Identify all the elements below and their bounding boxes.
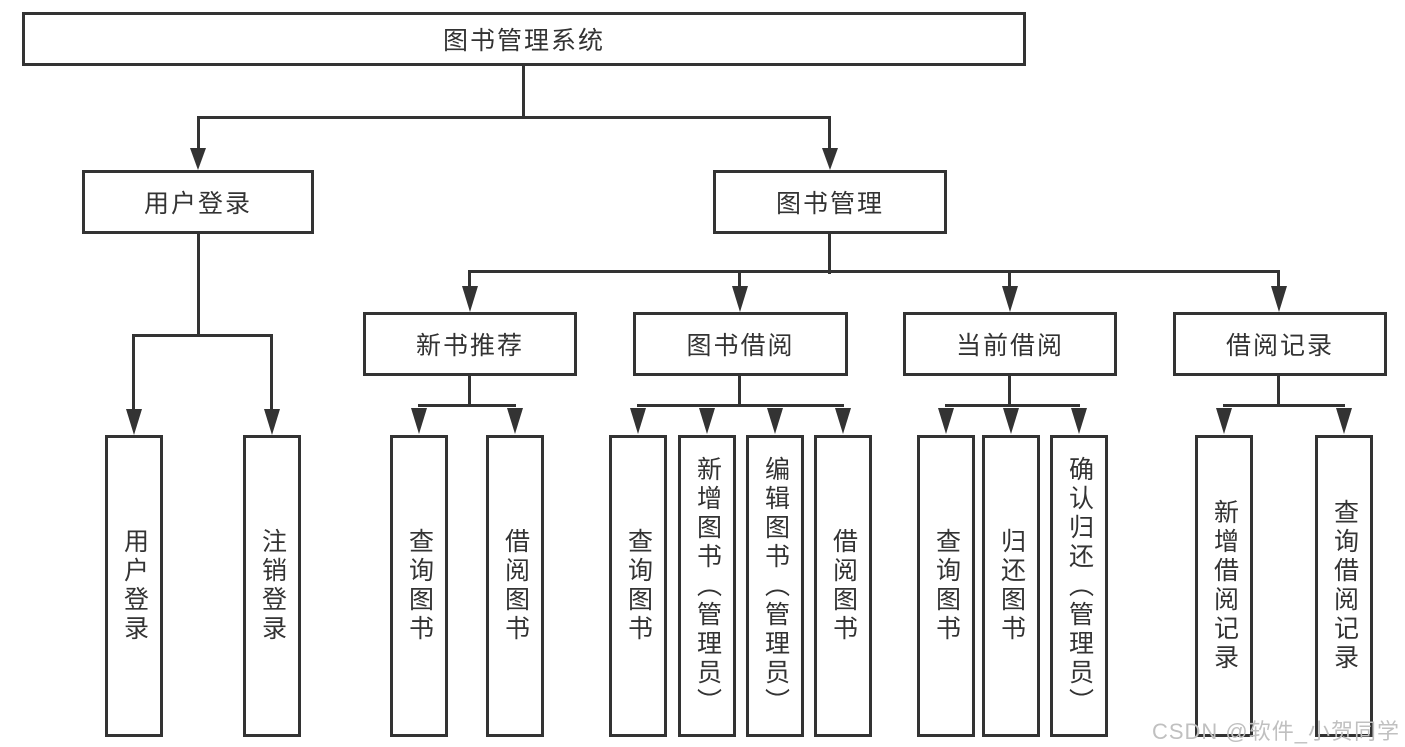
arrowhead-leaf (1003, 408, 1019, 434)
node-new-book-recommendation: 新书推荐 (363, 312, 577, 376)
node-query-borrow-record: 查询借阅记录 (1315, 435, 1373, 737)
arrowhead-leaf (1336, 408, 1352, 434)
watermark: CSDN @软件_小贺同学 (1151, 719, 1400, 744)
arrowhead-leaf (411, 408, 427, 434)
arrowhead-leaf (938, 408, 954, 434)
node-add-borrow-record: 新增借阅记录 (1195, 435, 1253, 737)
arrowhead-to-new-books (462, 286, 478, 312)
connector-shaft-borrowing-records (1277, 270, 1280, 288)
node-label: 编辑图书（管理员） (761, 455, 790, 717)
node-borrow-books-recommend: 借阅图书 (486, 435, 544, 737)
node-library-system-root: 图书管理系统 (22, 12, 1026, 66)
node-book-borrowing: 图书借阅 (633, 312, 848, 376)
node-query-books-current: 查询图书 (917, 435, 975, 737)
arrowhead-leaf (1071, 408, 1087, 434)
connector-borrowing-records-stub (1277, 376, 1280, 406)
node-label: 新书推荐 (415, 332, 524, 360)
node-return-books: 归还图书 (982, 435, 1040, 737)
node-label: 查询借阅记录 (1330, 499, 1359, 673)
arrowhead-to-current-borrowing (1002, 286, 1018, 312)
node-label: 图书管理系统 (442, 27, 605, 55)
node-label: 图书管理 (775, 190, 884, 218)
node-user-login: 用户登录 (82, 170, 314, 234)
connector-borrowing-records-hline (1223, 404, 1345, 407)
node-label: 归还图书 (997, 528, 1026, 644)
connector-level1-hline (197, 116, 831, 119)
arrowhead-leaf (835, 408, 851, 434)
node-confirm-return-admin: 确认归还（管理员） (1050, 435, 1108, 737)
node-label: 图书借阅 (686, 332, 795, 360)
connector-book-borrowing-stub (738, 376, 741, 406)
node-borrow-books-leaf: 借阅图书 (814, 435, 872, 737)
node-current-borrowing: 当前借阅 (903, 312, 1117, 376)
connector-shaft-current-borrowing (1008, 270, 1011, 288)
arrowhead-to-user-login (190, 148, 206, 170)
node-query-books-borrowing: 查询图书 (609, 435, 667, 737)
arrowhead-to-borrowing-records (1271, 286, 1287, 312)
node-label: 用户登录 (120, 528, 149, 644)
arrowhead-leaf (507, 408, 523, 434)
node-label: 确认归还（管理员） (1065, 455, 1094, 717)
node-user-login-leaf: 用户登录 (105, 435, 163, 737)
connector-shaft-new-books (468, 270, 471, 288)
node-label: 新增图书（管理员） (693, 455, 722, 717)
connector-shaft-logout-leaf (270, 334, 273, 412)
arrowhead-leaf (699, 408, 715, 434)
node-book-management: 图书管理 (713, 170, 947, 234)
node-label: 查询图书 (405, 528, 434, 644)
connector-shaft-login-leaf (132, 334, 135, 412)
connector-user-login-stub (197, 234, 200, 336)
node-label: 查询图书 (932, 528, 961, 644)
arrowhead-leaf (767, 408, 783, 434)
connector-shaft-book-borrowing (738, 270, 741, 288)
node-label: 借阅图书 (501, 528, 530, 644)
node-label: 借阅图书 (829, 528, 858, 644)
connector-new-books-hline (418, 404, 516, 407)
arrowhead-to-login-leaf (126, 409, 142, 435)
connector-shaft-book-mgmt (828, 116, 831, 150)
arrowhead-leaf (1216, 408, 1232, 434)
connector-book-borrowing-hline (637, 404, 844, 407)
node-label: 用户登录 (143, 190, 252, 218)
connector-book-mgmt-stub (828, 234, 831, 274)
node-label: 新增借阅记录 (1210, 499, 1239, 673)
arrowhead-to-book-mgmt (822, 148, 838, 170)
connector-user-login-hline (132, 334, 273, 337)
node-add-book-admin: 新增图书（管理员） (678, 435, 736, 737)
node-logout-leaf: 注销登录 (243, 435, 301, 737)
node-label: 借阅记录 (1225, 332, 1334, 360)
connector-current-borrowing-hline (945, 404, 1080, 407)
connector-root-stub (522, 66, 525, 117)
connector-new-books-stub (468, 376, 471, 406)
node-edit-book-admin: 编辑图书（管理员） (746, 435, 804, 737)
node-label: 注销登录 (258, 528, 287, 644)
arrowhead-to-logout-leaf (264, 409, 280, 435)
node-borrowing-records: 借阅记录 (1173, 312, 1387, 376)
arrowhead-to-book-borrowing (732, 286, 748, 312)
connector-shaft-user-login (197, 116, 200, 150)
node-label: 当前借阅 (955, 332, 1064, 360)
connector-current-borrowing-stub (1008, 376, 1011, 406)
connector-level2-hline (468, 270, 1280, 273)
arrowhead-leaf (630, 408, 646, 434)
node-label: 查询图书 (624, 528, 653, 644)
node-query-books-recommend: 查询图书 (390, 435, 448, 737)
